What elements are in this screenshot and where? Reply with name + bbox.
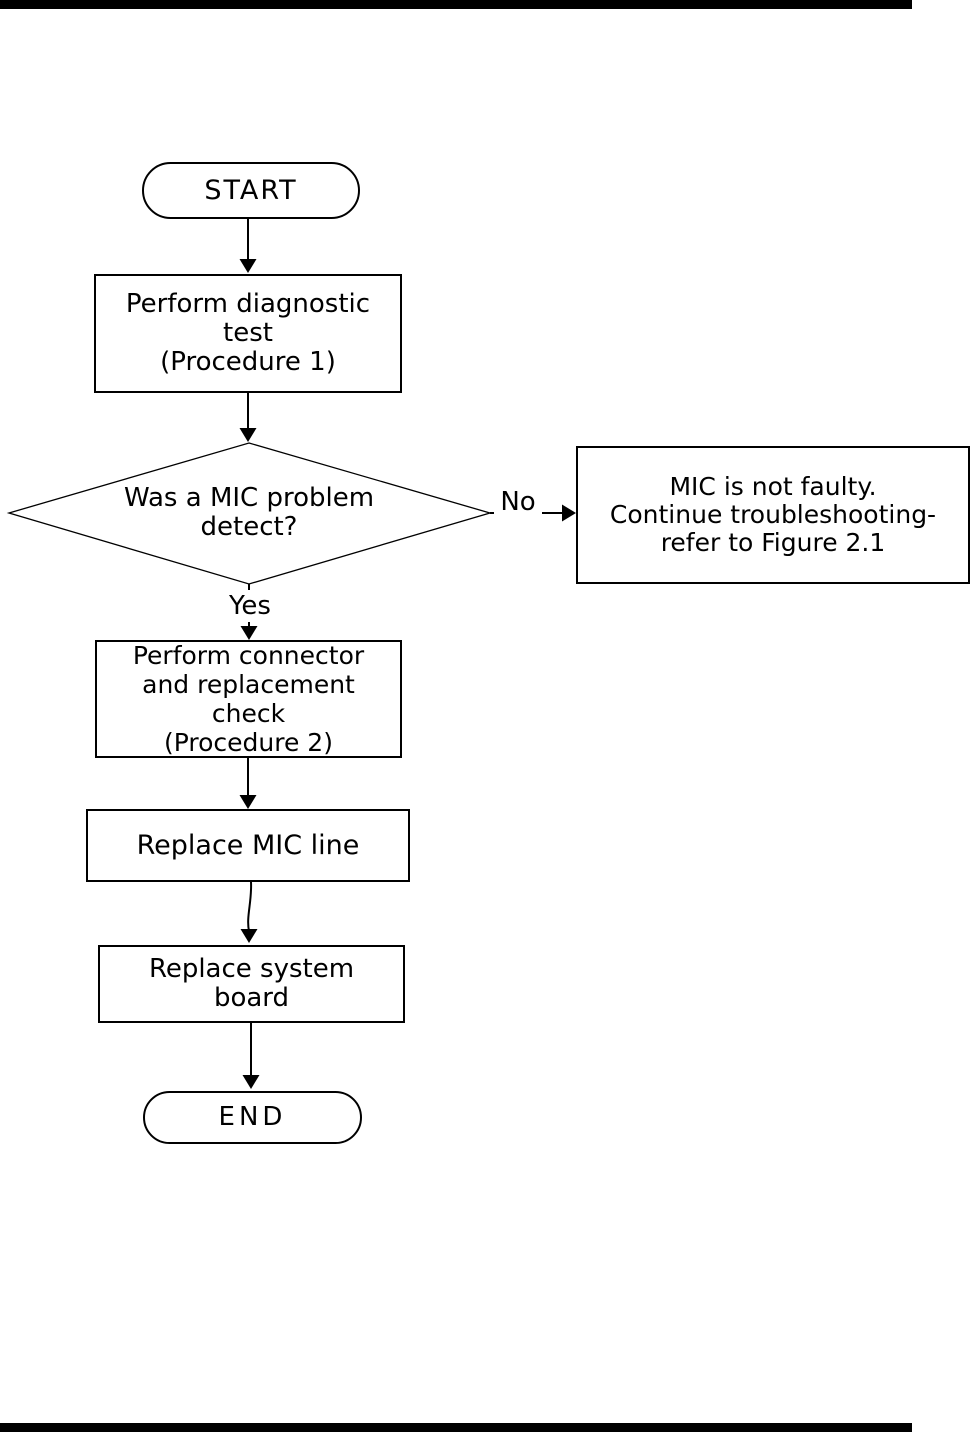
arrowhead-icon bbox=[240, 626, 258, 640]
arrowhead-icon bbox=[240, 929, 258, 943]
process-connector-check: Perform connector and replacement check … bbox=[95, 640, 402, 758]
process-mic-not-faulty: MIC is not faulty. Continue troubleshoot… bbox=[576, 446, 970, 584]
arrowhead-icon bbox=[239, 428, 257, 442]
process-diagnostic-test: Perform diagnostic test (Procedure 1) bbox=[94, 274, 402, 393]
edge-label-no: No bbox=[494, 487, 542, 517]
arrowhead-icon bbox=[239, 259, 257, 273]
process-replace-system-board: Replace system board bbox=[98, 945, 405, 1023]
page-bottom-rule bbox=[0, 1423, 912, 1432]
edge-replace-mic-to-board bbox=[247, 881, 253, 932]
edge-label-yes: Yes bbox=[214, 590, 286, 622]
end-terminator: END bbox=[143, 1091, 362, 1144]
start-terminator: START bbox=[142, 162, 360, 219]
page-top-rule bbox=[0, 0, 912, 9]
decision-mic-problem-label: Was a MIC problem detect? bbox=[123, 483, 375, 542]
process-replace-mic-line: Replace MIC line bbox=[86, 809, 410, 882]
arrowhead-icon bbox=[562, 504, 576, 522]
arrowhead-icon bbox=[242, 1075, 260, 1089]
arrowhead-icon bbox=[239, 795, 257, 809]
